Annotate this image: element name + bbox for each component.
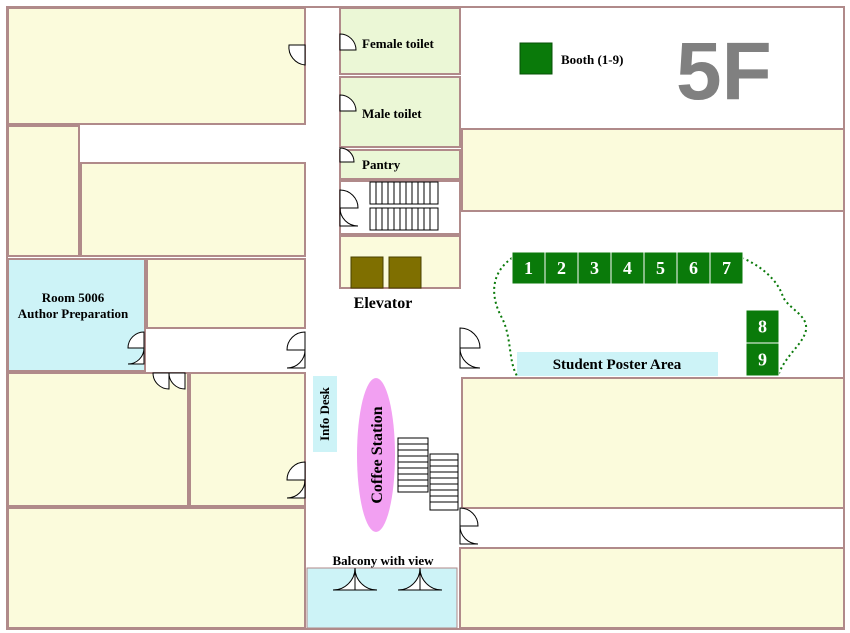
booth-4[interactable]: 4 [610,251,645,285]
booth-column: 89 [745,309,780,377]
booth-3-number: 3 [590,258,599,278]
room-right-mid[interactable] [461,377,845,509]
booth-9[interactable]: 9 [745,342,780,377]
room-top-left[interactable] [7,7,306,125]
room-5006[interactable] [7,258,146,372]
booth-6-box [676,251,711,285]
coffee-station-label: Coffee Station [369,406,386,503]
booth-9-number: 9 [758,350,767,370]
elevator-car-1[interactable] [350,256,384,289]
stairs-lower [397,437,459,511]
booth-4-number: 4 [623,258,632,278]
booth-9-box [745,342,780,377]
booth-legend-label: Booth (1-9) [561,52,623,67]
booth-5[interactable]: 5 [643,251,678,285]
student-poster-area-banner[interactable] [517,352,718,376]
female-toilet-room[interactable] [339,7,461,75]
room-left-lower-b[interactable] [189,372,306,507]
room-left-narrow[interactable] [7,125,80,257]
booth-3[interactable]: 3 [577,251,612,285]
booth-5-box [643,251,678,285]
elevator-car-2[interactable] [388,256,422,289]
booth-4-box [610,251,645,285]
room-left-lower-a[interactable] [7,372,189,507]
info-desk-counter[interactable] [313,376,337,452]
stairs-upper [369,181,439,231]
coffee-station[interactable] [357,378,395,532]
male-toilet-label: Male toilet [362,106,422,121]
poster-area-boundary [493,257,808,377]
booth-row: 1 2 3 4 5 6 7 [511,251,744,285]
room-left-small[interactable] [146,258,306,329]
room-left-mid[interactable] [80,162,306,257]
room-5006-label: Room 5006 [42,290,105,305]
booth-5-number: 5 [656,258,665,278]
booth-2-number: 2 [557,258,566,278]
pantry-label: Pantry [362,157,401,172]
booth-legend-swatch [519,42,553,75]
booth-7[interactable]: 7 [709,251,744,285]
room-5006-sublabel: Author Preparation [18,306,129,321]
info-desk-label: Info Desk [317,386,332,441]
balcony-label: Balcony with view [332,553,434,568]
room-right-top[interactable] [461,128,845,212]
booth-1[interactable]: 1 [511,251,546,285]
booth-7-number: 7 [722,258,731,278]
booth-1-number: 1 [524,258,533,278]
booth-8-box [745,309,780,344]
booth-2-box [544,251,579,285]
doors [127,33,481,591]
elevator-label: Elevator [354,295,413,312]
pantry-room[interactable] [339,149,461,180]
booth-8[interactable]: 8 [745,309,780,344]
booth-6-number: 6 [689,258,698,278]
male-toilet-room[interactable] [339,76,461,148]
booth-8-number: 8 [758,317,767,337]
room-bottom-left[interactable] [7,507,306,629]
floor-label: 5F [676,26,772,117]
student-poster-area-label: Student Poster Area [553,357,682,373]
balcony-area[interactable] [306,567,458,629]
booth-7-box [709,251,744,285]
booth-6[interactable]: 6 [676,251,711,285]
room-right-bottom[interactable] [459,547,845,629]
booth-2[interactable]: 2 [544,251,579,285]
female-toilet-label: Female toilet [362,36,434,51]
